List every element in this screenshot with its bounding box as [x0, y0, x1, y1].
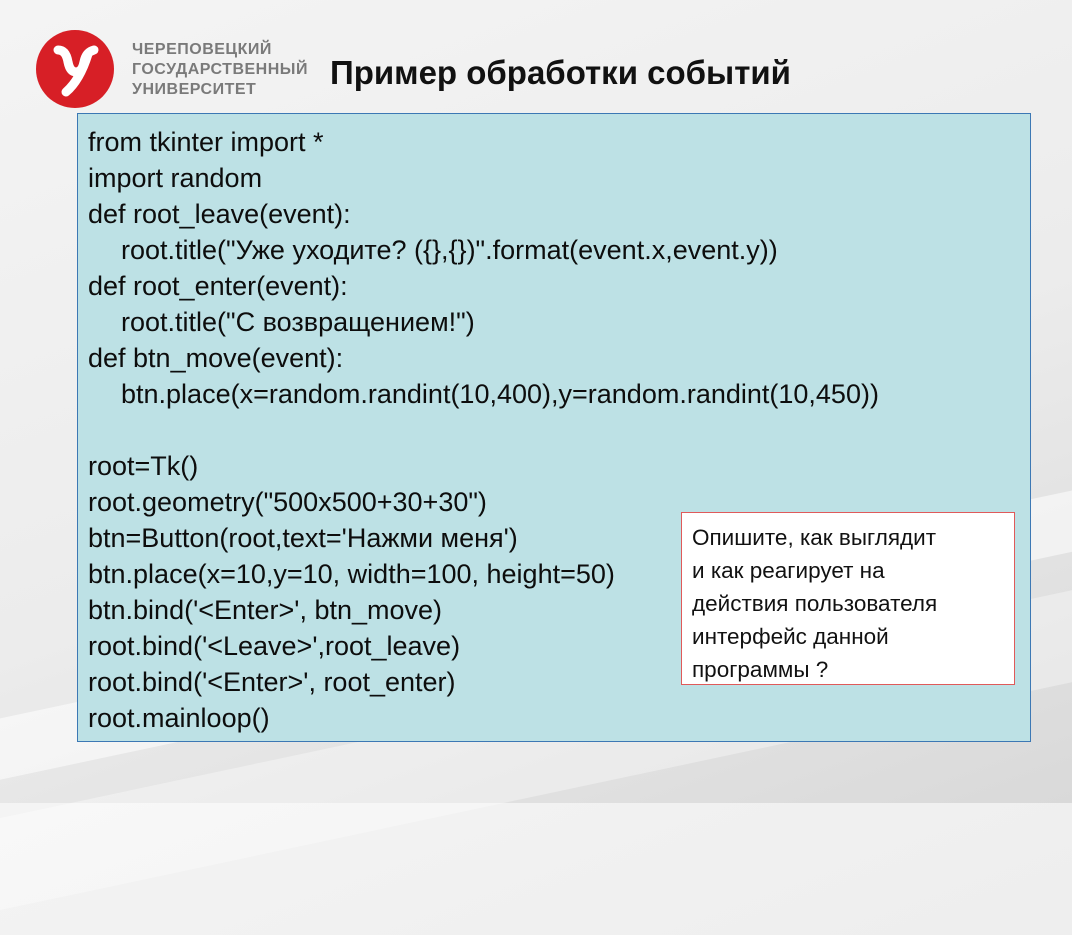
code-line: root.title("Уже уходите? ({},{})".format… [121, 235, 778, 265]
code-line: btn.bind('<Enter>', btn_move) [88, 595, 443, 625]
question-callout: Опишите, как выглядит и как реагирует на… [681, 512, 1015, 685]
university-name-line: ЧЕРЕПОВЕЦКИЙ [132, 41, 272, 58]
question-line: действия пользователя [692, 591, 938, 616]
code-line: root.geometry("500x500+30+30") [88, 487, 487, 517]
page-title: Пример обработки событий [330, 54, 791, 91]
code-block: from tkinter import * import random def … [77, 113, 1031, 742]
question-line: интерфейс данной [692, 624, 889, 649]
university-name-line: УНИВЕРСИТЕТ [132, 81, 257, 98]
code-line: btn.place(x=random.randint(10,400),y=ran… [121, 379, 879, 409]
code-line: btn.place(x=10,y=10, width=100, height=5… [88, 559, 615, 589]
code-line: btn=Button(root,text='Нажми меня') [88, 523, 518, 553]
question-line: программы ? [692, 657, 829, 682]
code-line: def btn_move(event): [88, 343, 344, 373]
code-line: def root_leave(event): [88, 199, 351, 229]
code-line: root=Tk() [88, 451, 199, 481]
code-line: import random [88, 163, 263, 193]
code-line: root.bind('<Enter>', root_enter) [88, 667, 456, 697]
code-line: root.title("С возвращением!") [121, 307, 475, 337]
code-line: root.mainloop() [88, 703, 270, 733]
university-name-line: ГОСУДАРСТВЕННЫЙ [132, 61, 308, 78]
question-line: и как реагирует на [692, 558, 885, 583]
university-logo-icon [36, 30, 114, 108]
code-line-blank [88, 412, 1030, 448]
code-line: root.bind('<Leave>',root_leave) [88, 631, 461, 661]
code-line: from tkinter import * [88, 127, 324, 157]
question-line: Опишите, как выглядит [692, 525, 937, 550]
code-line: def root_enter(event): [88, 271, 348, 301]
university-name: ЧЕРЕПОВЕЦКИЙ ГОСУДАРСТВЕННЫЙ УНИВЕРСИТЕТ [132, 40, 308, 100]
